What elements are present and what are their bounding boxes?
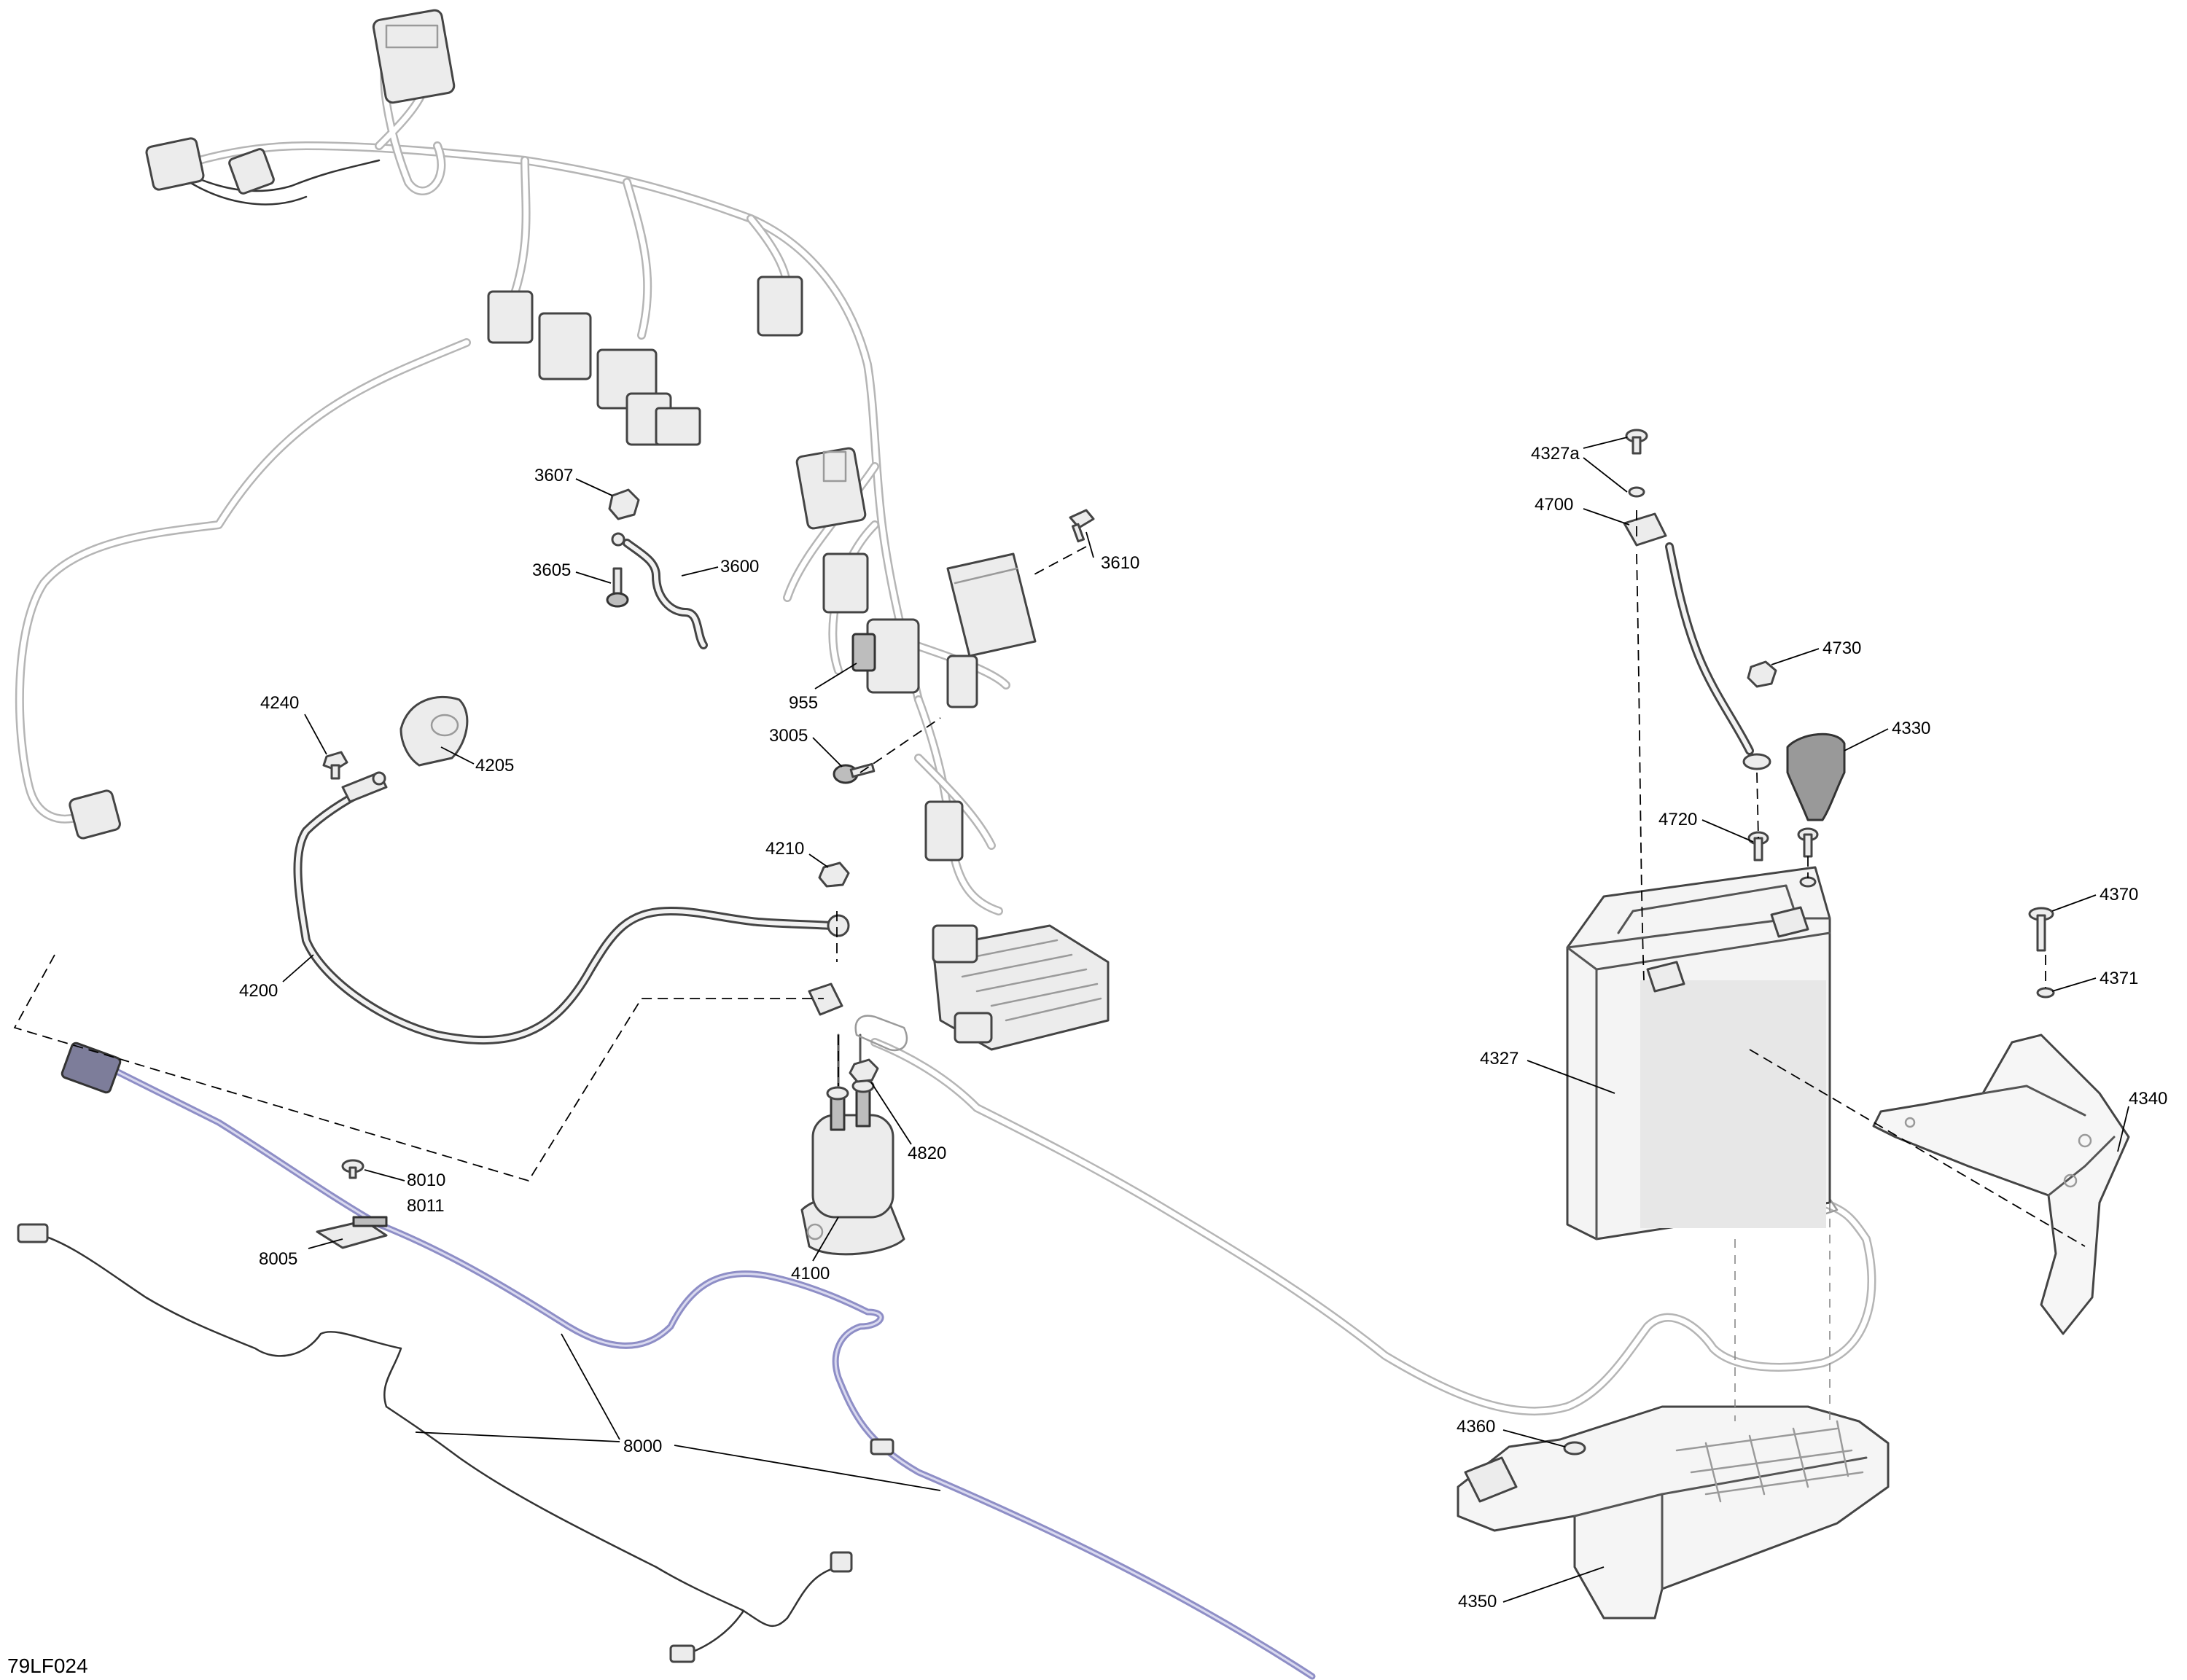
assembly-lines — [13, 510, 2086, 1421]
nut-4210 — [818, 862, 850, 888]
battery-box-4350 — [1457, 1405, 1890, 1620]
callout-4205: 4205 — [475, 756, 514, 775]
main-wiring-harness — [15, 9, 1110, 1051]
callout-4240: 4240 — [260, 693, 299, 713]
callout-8011: 8011 — [407, 1196, 445, 1216]
bolt-4240 — [322, 751, 348, 780]
callout-3610: 3610 — [1101, 553, 1139, 573]
callout-4720: 4720 — [1658, 810, 1697, 829]
figure-code: 79LF024 — [7, 1654, 88, 1677]
screw-8010 — [341, 1159, 364, 1179]
callout-4370: 4370 — [2100, 885, 2138, 905]
callout-4340: 4340 — [2129, 1089, 2167, 1109]
voltage-regulator — [932, 924, 1110, 1051]
bolt-3605 — [606, 567, 629, 608]
callout-labels: 3607 3605 3600 3610 955 3005 4240 4205 4… — [239, 444, 2167, 1611]
nut-4730 — [1747, 660, 1777, 688]
callout-4327a: 4327a — [1531, 444, 1580, 464]
screw-3610 — [1069, 509, 1095, 543]
callout-955: 955 — [789, 693, 818, 713]
callout-3600: 3600 — [720, 557, 759, 577]
callout-3607: 3607 — [534, 466, 573, 485]
callout-4360: 4360 — [1457, 1417, 1495, 1437]
bolt-4370 — [2028, 907, 2054, 952]
harness-end-connector — [69, 789, 121, 840]
screw-4360 — [1563, 1441, 1586, 1456]
nut-4820 — [849, 1058, 879, 1083]
callout-4100: 4100 — [791, 1264, 830, 1284]
cable-4200 — [293, 771, 850, 1045]
leader-lines — [282, 437, 2129, 1603]
boot-4205 — [399, 695, 469, 767]
bolt-4327a — [1625, 429, 1648, 498]
callout-4350: 4350 — [1458, 1592, 1497, 1611]
bracket-4340 — [1872, 1034, 2130, 1335]
callout-8000: 8000 — [623, 1437, 662, 1456]
starter-solenoid-4100 — [800, 1079, 905, 1256]
battery-4327 — [1566, 866, 1831, 1241]
callout-4730: 4730 — [1822, 638, 1861, 658]
boot-4330 — [1786, 732, 1846, 821]
callout-3605: 3605 — [532, 560, 571, 580]
callout-4327: 4327 — [1480, 1049, 1519, 1068]
cable-4700 — [1623, 512, 1771, 770]
callout-4210: 4210 — [765, 839, 804, 859]
harness-8000 — [17, 1042, 1316, 1680]
callout-3005: 3005 — [769, 726, 808, 746]
callout-4330: 4330 — [1892, 719, 1930, 738]
callout-4200: 4200 — [239, 981, 278, 1001]
callout-4371: 4371 — [2100, 969, 2138, 988]
washer-4371 — [2036, 987, 2055, 999]
callout-4820: 4820 — [908, 1144, 946, 1163]
callout-8005: 8005 — [259, 1249, 297, 1269]
cable-3600 — [611, 532, 708, 649]
nut-3607 — [608, 488, 640, 520]
callout-8010: 8010 — [407, 1171, 445, 1190]
callout-4700: 4700 — [1535, 495, 1573, 515]
